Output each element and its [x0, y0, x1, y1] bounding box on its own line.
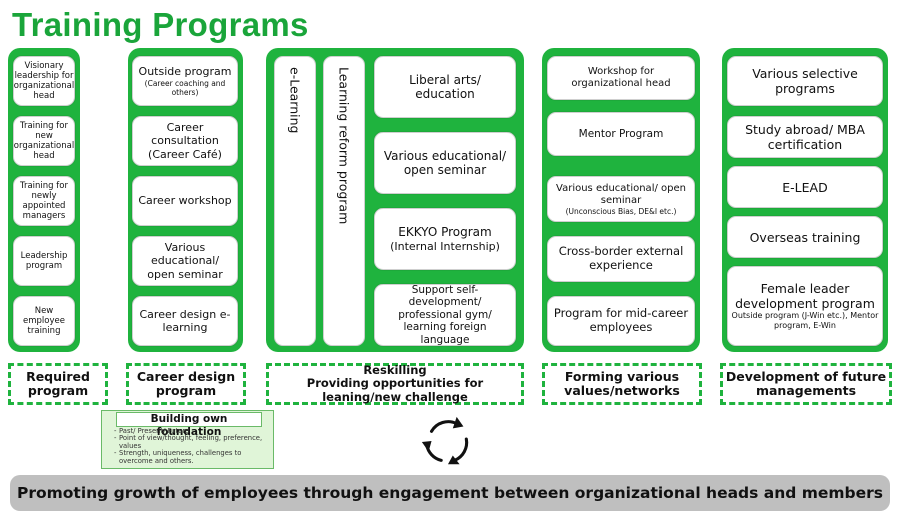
program-card[interactable]: Various educational/ open seminar [374, 132, 516, 194]
program-card[interactable]: New employee training [13, 296, 75, 346]
vertical-program-card[interactable]: e-Learning [274, 56, 316, 346]
program-card[interactable]: Outside program (Career coaching and oth… [132, 56, 238, 106]
bottom-banner: Promoting growth of employees through en… [10, 475, 890, 511]
program-card[interactable]: Female leader development program Outsid… [727, 266, 883, 346]
program-card[interactable]: Career design e-learning [132, 296, 238, 346]
networks-label: Forming various values/networks [542, 363, 702, 405]
program-card[interactable]: Visionary leadership for organizational … [13, 56, 75, 106]
program-card[interactable]: Study abroad/ MBA certification [727, 116, 883, 158]
building-foundation-box: Building own foundation Past/ Present/ F… [101, 410, 274, 469]
page-title: Training Programs [12, 6, 309, 43]
program-card[interactable]: Various educational/ open seminar (Uncon… [547, 176, 695, 222]
reskilling-label: Reskilling Providing opportunities for l… [266, 363, 524, 405]
career-design-column: Outside program (Career coaching and oth… [128, 48, 243, 352]
list-item: Past/ Present/ Future [114, 427, 273, 436]
program-card[interactable]: EKKYO Program (Internal Internship) [374, 208, 516, 270]
program-card[interactable]: Liberal arts/ education [374, 56, 516, 118]
career-design-label: Career design program [126, 363, 246, 405]
future-managements-label: Development of future managements [720, 363, 892, 405]
reskilling-column: e-Learning Learning reform program Liber… [266, 48, 524, 352]
list-item: Strength, uniqueness, challenges to over… [114, 450, 273, 465]
networks-column: Workshop for organizational head Mentor … [542, 48, 700, 352]
program-card[interactable]: Leadership program [13, 236, 75, 286]
cycle-arrows-icon [421, 416, 469, 465]
program-card[interactable]: Various selective programs [727, 56, 883, 106]
required-program-label: Required program [8, 363, 108, 405]
program-card[interactable]: E-LEAD [727, 166, 883, 208]
vertical-program-card[interactable]: Learning reform program [323, 56, 365, 346]
program-card[interactable]: Support self-development/ professional g… [374, 284, 516, 346]
future-managements-column: Various selective programs Study abroad/… [722, 48, 888, 352]
program-card[interactable]: Various educational/ open seminar [132, 236, 238, 286]
program-card[interactable]: Workshop for organizational head [547, 56, 695, 100]
list-item: Point of view/thought, feeling, preferen… [114, 435, 273, 450]
program-card[interactable]: Training for new organizational head [13, 116, 75, 166]
program-card[interactable]: Mentor Program [547, 112, 695, 156]
program-card[interactable]: Training for newly appointed managers [13, 176, 75, 226]
program-card[interactable]: Overseas training [727, 216, 883, 258]
program-card[interactable]: Program for mid-career employees [547, 296, 695, 346]
foundation-points: Past/ Present/ Future Point of view/thou… [114, 427, 273, 465]
foundation-title: Building own foundation [116, 412, 262, 438]
program-card[interactable]: Career consultation (Career Café) [132, 116, 238, 166]
program-card[interactable]: Career workshop [132, 176, 238, 226]
required-program-column: Visionary leadership for organizational … [8, 48, 80, 352]
program-card[interactable]: Cross-border external experience [547, 236, 695, 282]
